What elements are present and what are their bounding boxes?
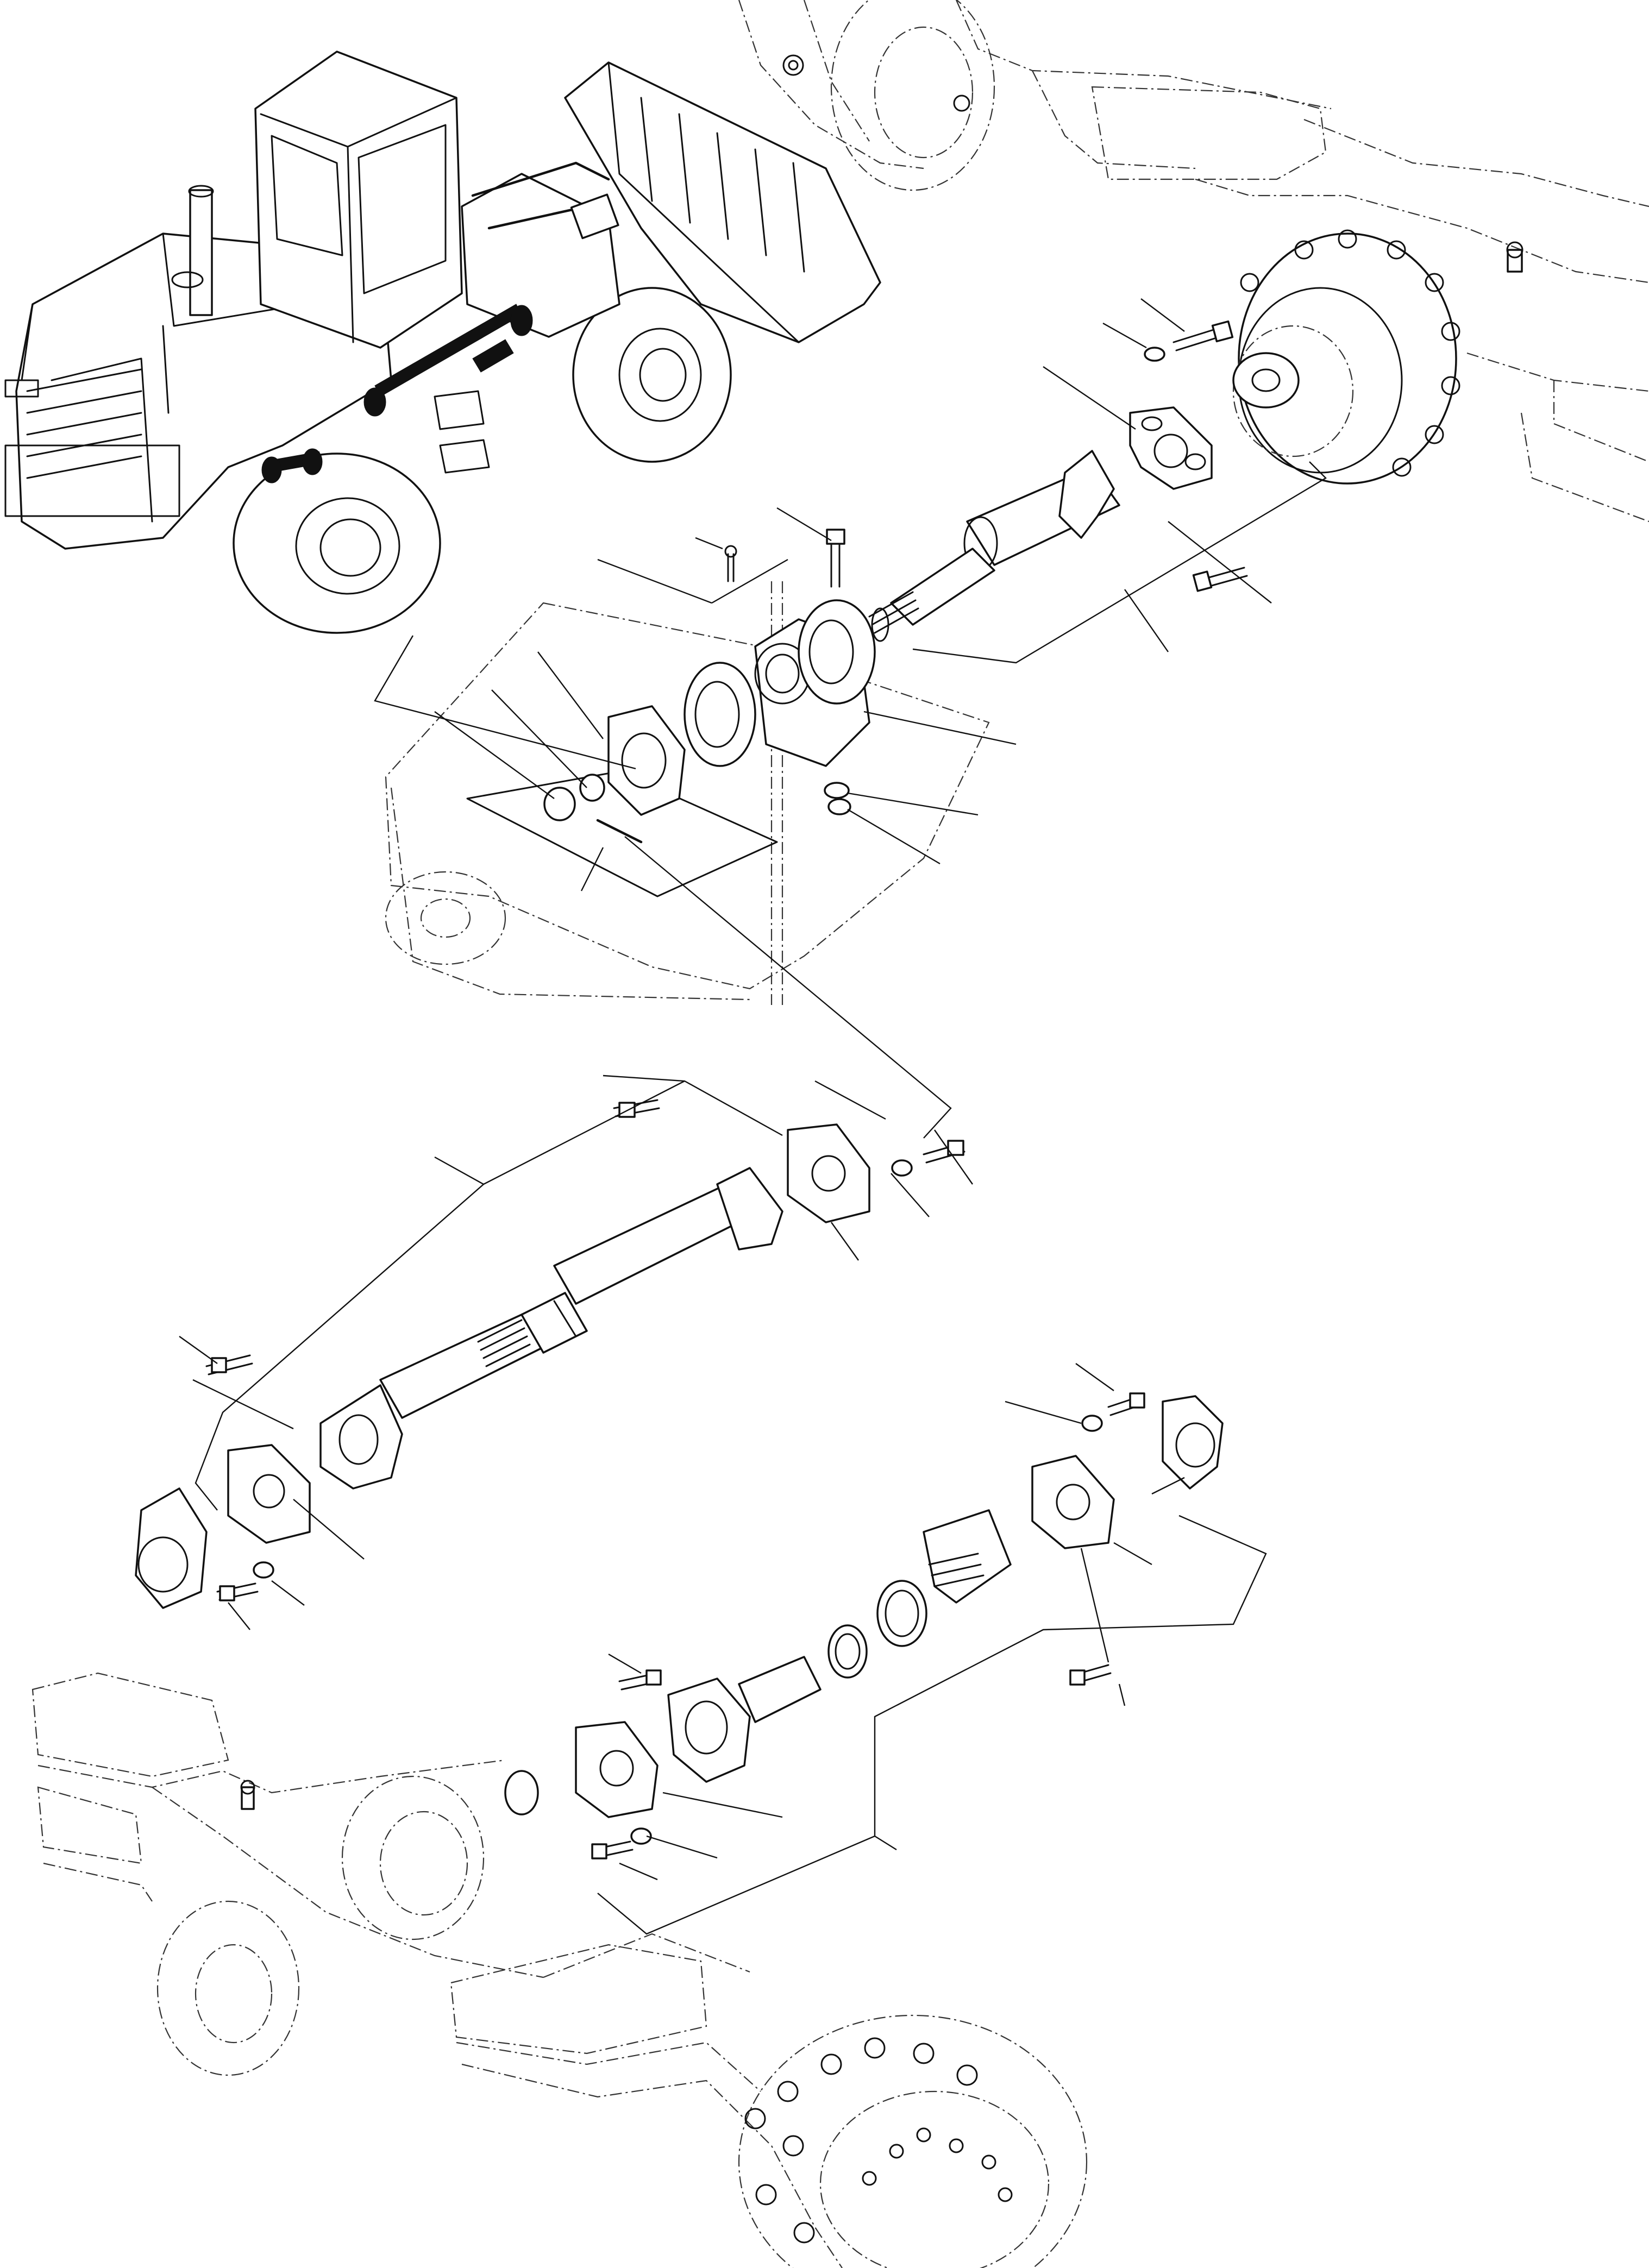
front-axle-housing: [738, 0, 1649, 523]
wheel-loader-thumbnail: [4, 51, 881, 634]
highlighted-drive-shafts: [261, 304, 533, 483]
rear-axle-housing: [32, 1672, 1088, 2268]
rear-drive-shaft-assembly: [868, 298, 1327, 664]
wheel-hub-lug-bolts: [744, 2037, 1013, 2244]
front-drive-shaft-assembly: [575, 1363, 1267, 1935]
differential-housing-bolts: [1240, 229, 1460, 477]
intermediate-drive-shaft: [135, 1075, 973, 1630]
center-bearing-assembly: [374, 507, 1017, 1139]
